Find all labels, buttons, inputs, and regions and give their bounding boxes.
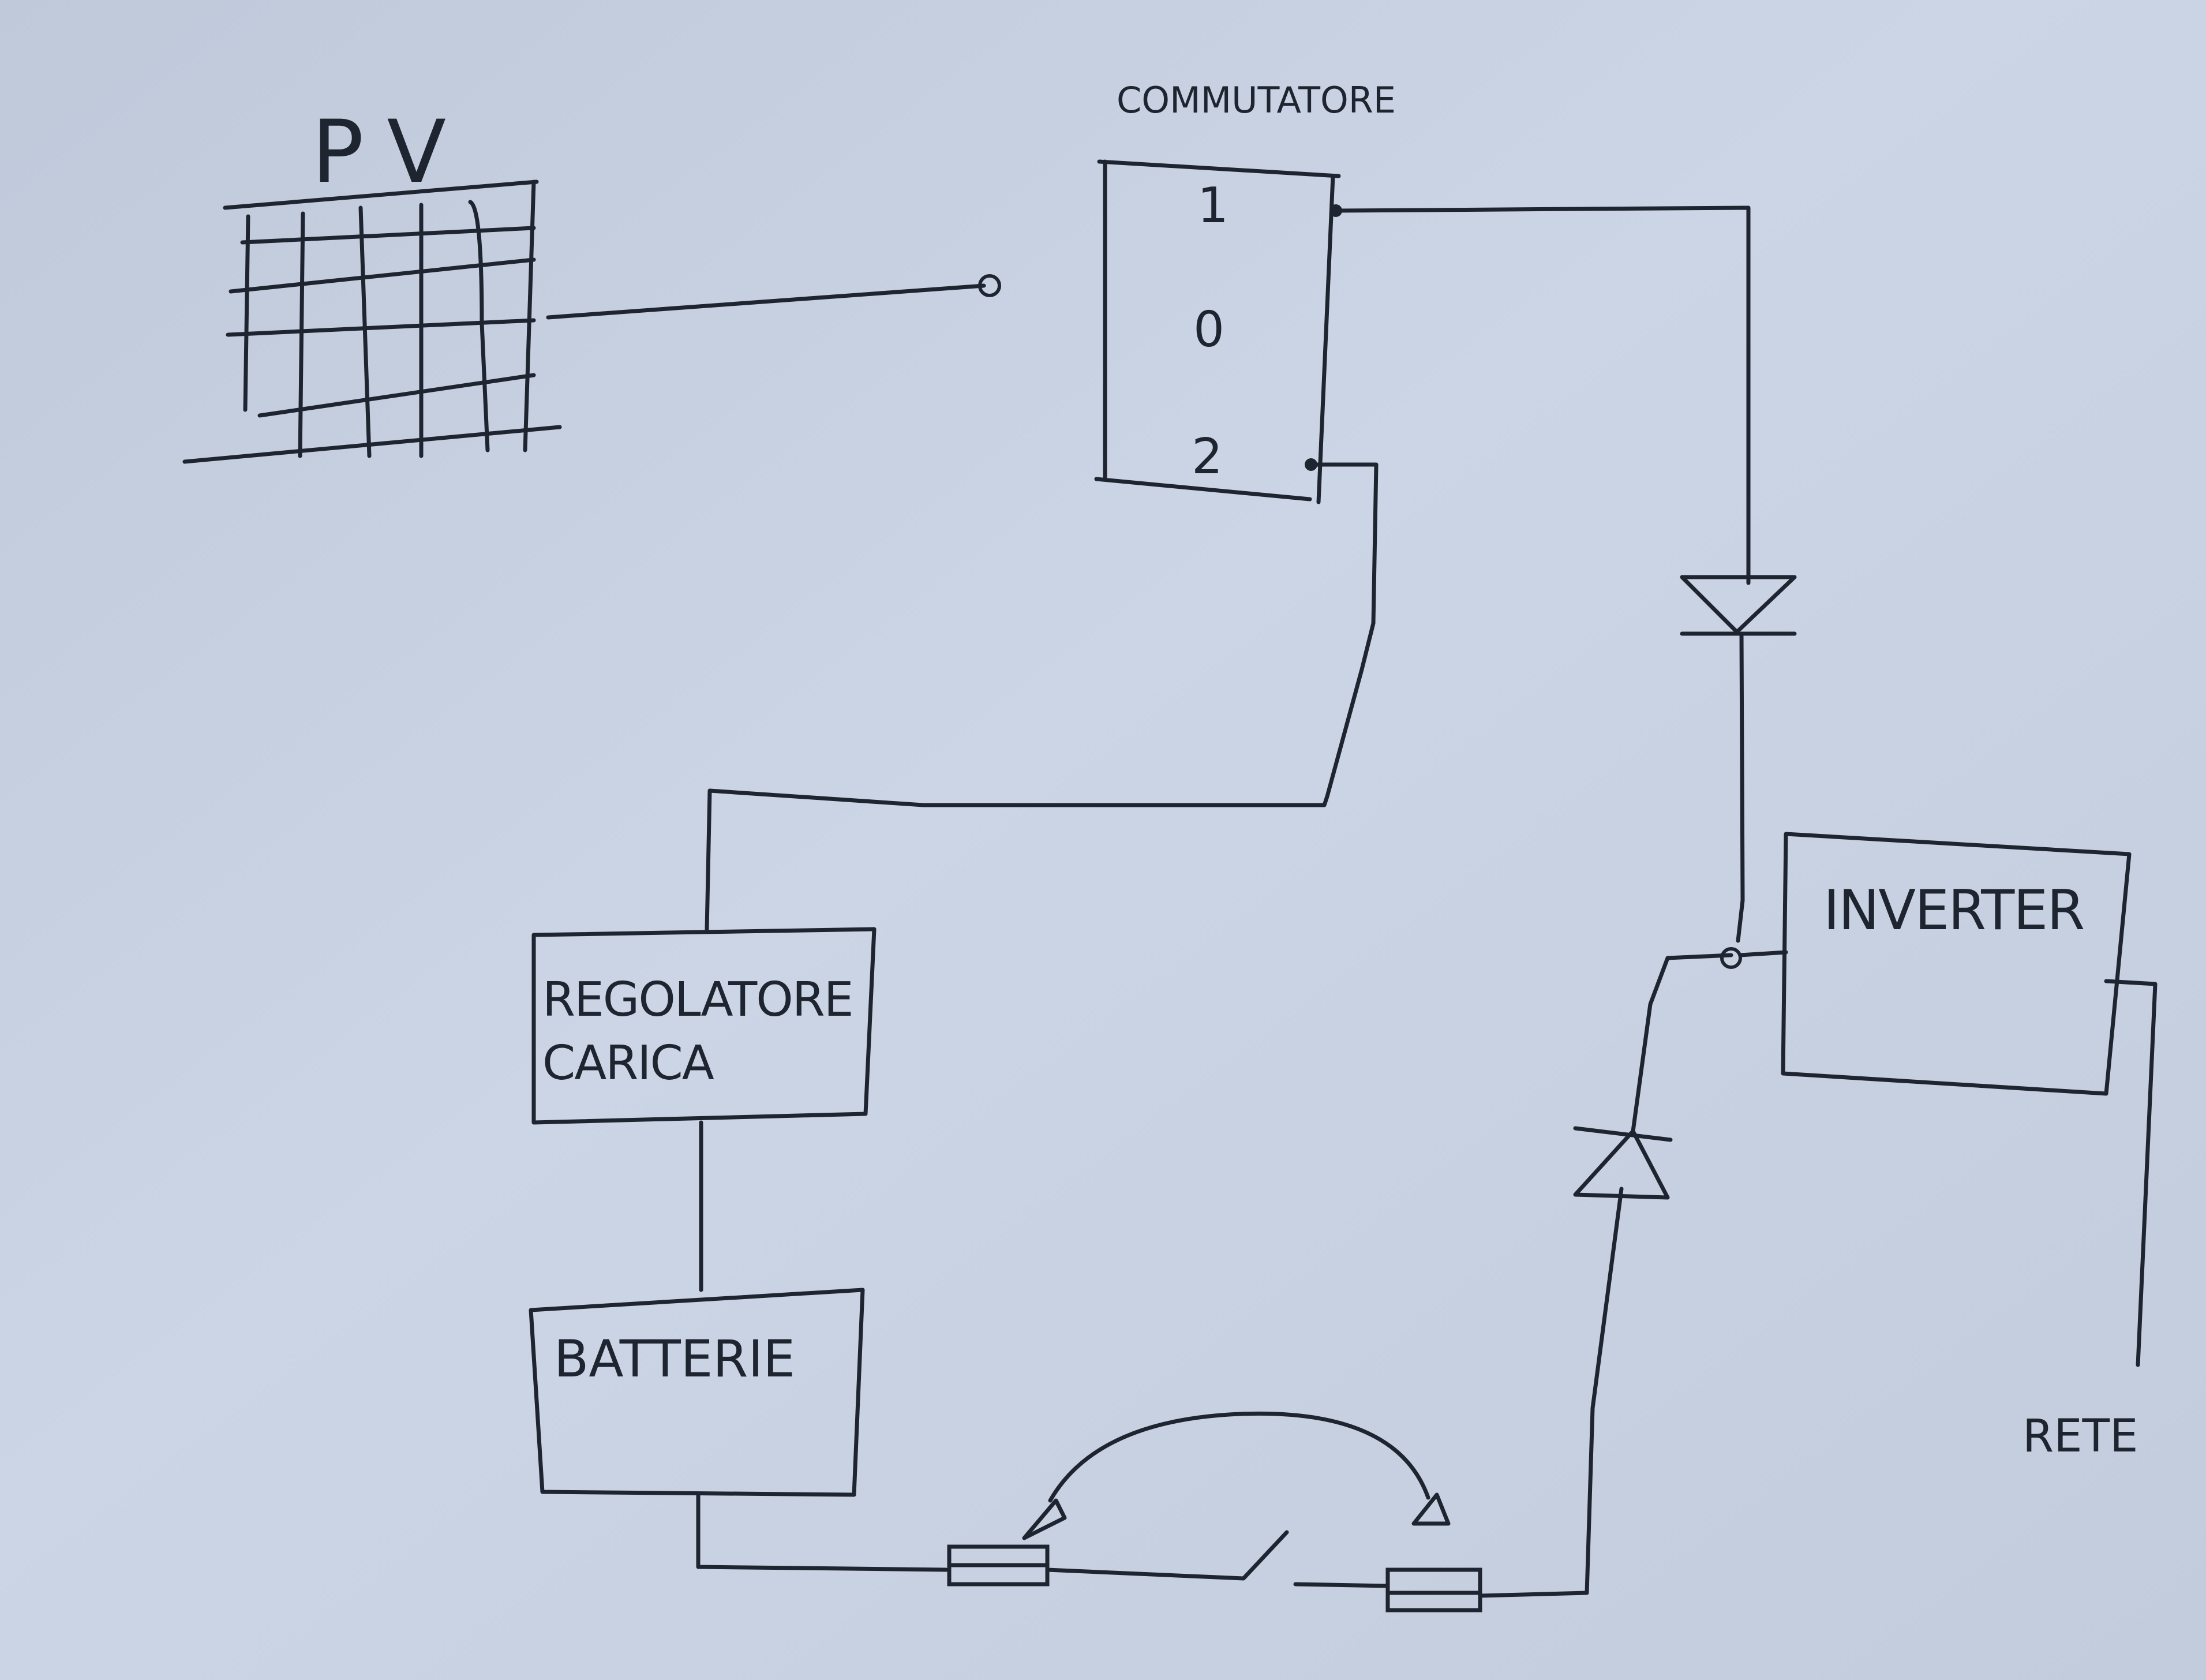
- selector-switch: COMMUTATORE 1 0 2: [1094, 79, 1396, 504]
- inverter-label: INVERTER: [1823, 879, 2084, 942]
- inverter-input-junction: [1720, 947, 1742, 969]
- wire-fuse-to-diode: [1478, 1187, 1624, 1598]
- wire-batteries-to-fuse: [696, 1492, 949, 1572]
- batteries: BATTERIE: [529, 1288, 865, 1497]
- switch-terminal-2: [1305, 458, 1317, 471]
- inverter: INVERTER: [1781, 832, 2132, 1096]
- pv-panel: PV: [182, 102, 562, 464]
- diode-upper: [1680, 575, 1797, 636]
- switch-terminal-1: [1329, 204, 1342, 217]
- regulator-line1: REGOLATORE: [542, 972, 853, 1027]
- wire-switch-2-to-regulator: [705, 462, 1379, 931]
- pv-output-wire: [546, 283, 986, 320]
- switch-position-1: 1: [1197, 177, 1229, 234]
- pv-terminal: [978, 274, 1001, 297]
- wire-switch-1-to-inverter: [1336, 205, 1751, 585]
- switch-actuation-arrow: [1022, 1411, 1451, 1540]
- fuse-right: [1385, 1567, 1482, 1612]
- pv-label: PV: [312, 102, 469, 203]
- switch-label: COMMUTATORE: [1117, 79, 1396, 121]
- fuse-left: [947, 1544, 1050, 1587]
- switch-position-2: 2: [1192, 428, 1223, 485]
- charge-regulator: REGOLATORE CARICA: [531, 927, 877, 1125]
- batteries-label: BATTERIE: [554, 1329, 795, 1389]
- diode-lower: [1573, 1126, 1673, 1200]
- grid-label: RETE: [2023, 1410, 2138, 1462]
- disconnect-switch: [1045, 1530, 1289, 1581]
- switch-position-0: 0: [1193, 301, 1224, 358]
- regulator-line2: CARICA: [542, 1036, 714, 1091]
- wire-inverter-to-grid: [2104, 979, 2158, 1367]
